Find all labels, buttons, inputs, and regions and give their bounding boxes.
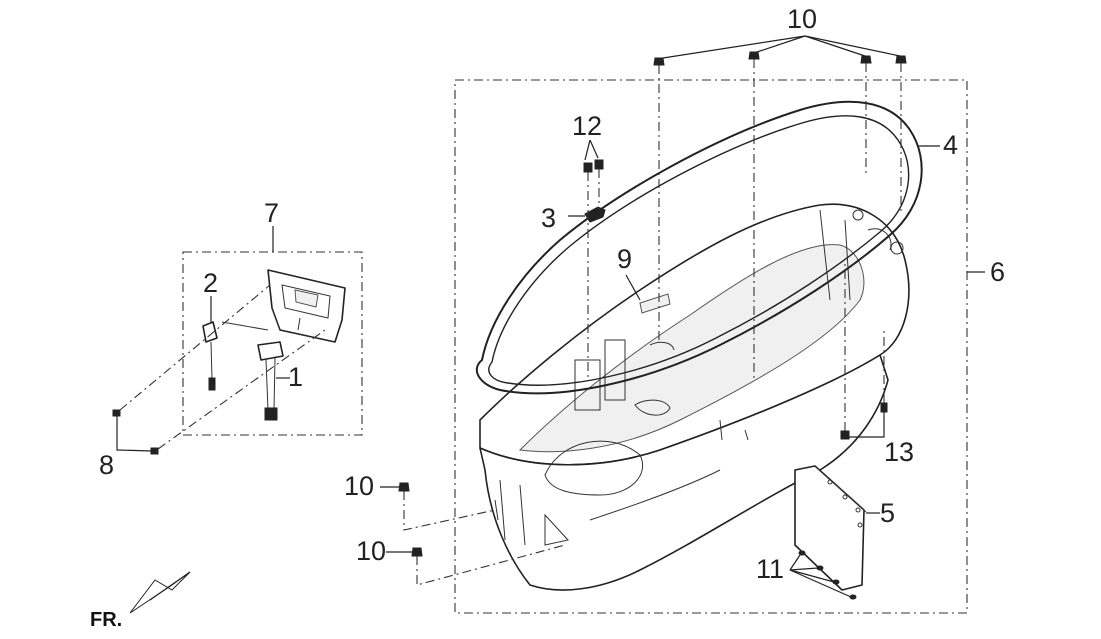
part-number-5: 5 [880, 498, 895, 528]
grommets [840, 260, 888, 440]
part-number-10-middle: 10 [344, 471, 374, 501]
front-label: FR. [90, 609, 122, 631]
part-number-6: 6 [990, 257, 1005, 287]
part-number-11: 11 [756, 554, 784, 584]
lamp-bulb [257, 341, 290, 421]
front-direction-arrow: FR. [90, 571, 191, 631]
lamp-housing [267, 226, 346, 343]
part-number-9: 9 [617, 244, 632, 274]
housing-screws [112, 284, 326, 455]
part-number-10-bottom: 10 [356, 536, 386, 566]
mounting-bracket [794, 465, 880, 591]
nut-left [583, 162, 593, 173]
top-bolts [653, 35, 907, 380]
hook-bracket [584, 206, 606, 223]
seal-ring [475, 100, 923, 395]
part-number-10-top: 10 [787, 4, 817, 34]
part-number-2: 2 [203, 268, 218, 298]
assembly-box-6 [454, 79, 968, 614]
lamp-switch [202, 296, 218, 391]
part-number-7: 7 [264, 198, 279, 228]
luggage-box [479, 203, 910, 591]
part-number-13: 13 [884, 437, 914, 467]
nut-right [594, 159, 604, 170]
part-number-4: 4 [943, 130, 958, 160]
part-number-1: 1 [288, 362, 303, 392]
bracket-screws [789, 550, 857, 600]
part-number-8: 8 [99, 450, 114, 480]
part-number-3: 3 [541, 203, 556, 233]
side-bolts [380, 482, 566, 586]
part-number-12: 12 [572, 111, 602, 141]
